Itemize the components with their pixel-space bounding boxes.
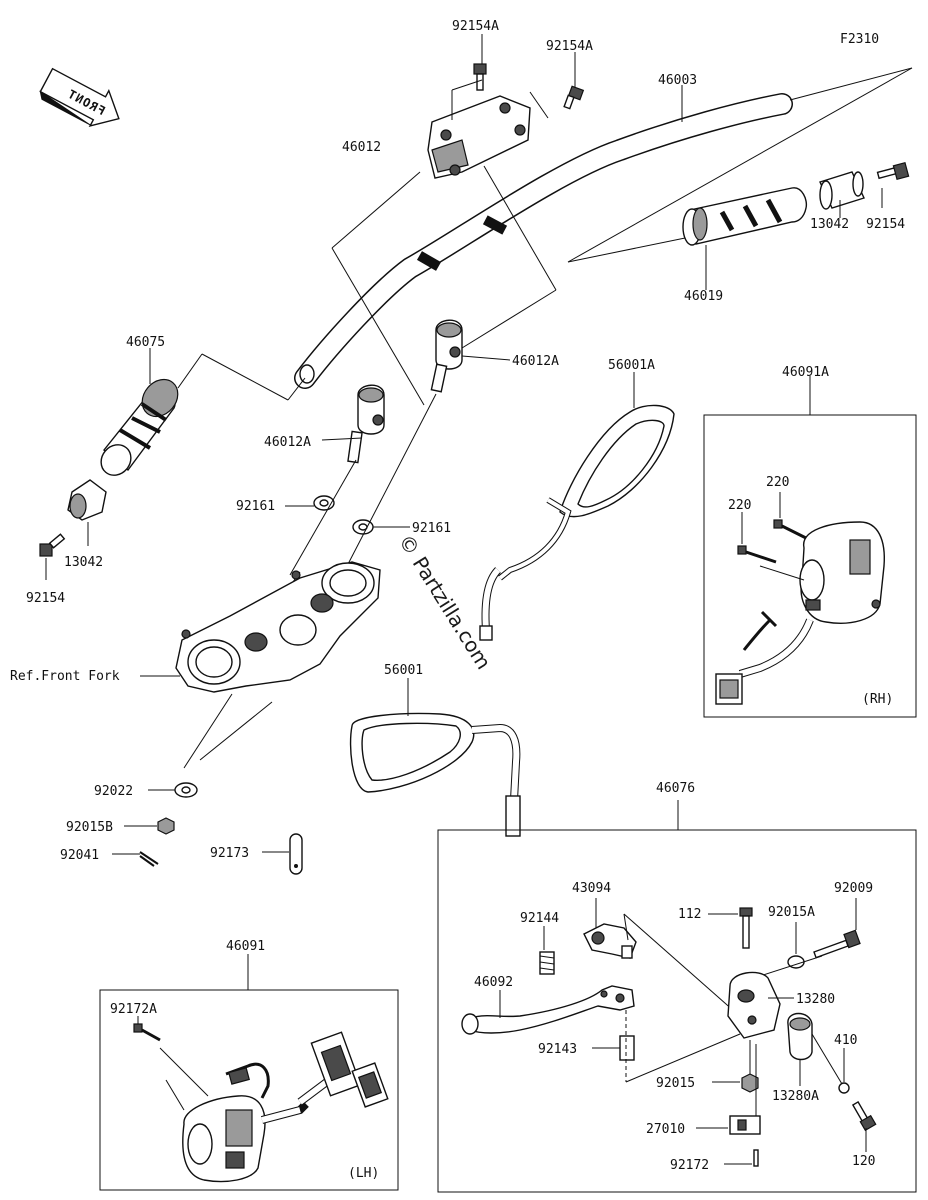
screw-220-a bbox=[773, 519, 807, 540]
callout-56001A: 56001A bbox=[608, 358, 655, 373]
lh-box-tag: (LH) bbox=[348, 1166, 379, 1181]
callout-27010: 27010 bbox=[646, 1122, 685, 1137]
callout-46091: 46091 bbox=[226, 939, 265, 954]
callout-46012A-left: 46012A bbox=[264, 435, 311, 450]
callout-92143: 92143 bbox=[538, 1042, 577, 1057]
callout-46092: 46092 bbox=[474, 975, 513, 990]
callout-92154A-b: 92154A bbox=[546, 39, 593, 54]
handlebar-part bbox=[294, 93, 793, 389]
mirror-56001A-part bbox=[479, 404, 675, 641]
callout-92154-left: 92154 bbox=[26, 591, 65, 606]
screw-92172-part bbox=[753, 1149, 759, 1167]
callout-92015B: 92015B bbox=[66, 820, 113, 835]
right-grip-part bbox=[682, 187, 808, 246]
callout-43094: 43094 bbox=[572, 881, 611, 896]
diagram-code: F2310 bbox=[840, 32, 879, 47]
screw-92172A-part bbox=[133, 1023, 161, 1042]
callout-ref-front-fork: Ref.Front Fork bbox=[10, 669, 120, 684]
callout-92041: 92041 bbox=[60, 848, 99, 863]
watermark-text: © Partzilla.com bbox=[394, 530, 496, 674]
callout-13042-left: 13042 bbox=[64, 555, 103, 570]
callout-46076: 46076 bbox=[656, 781, 695, 796]
bolt-92154-left bbox=[39, 533, 66, 557]
callout-92154-right: 92154 bbox=[866, 217, 905, 232]
left-grip-part bbox=[100, 378, 179, 476]
clutch-lever-box bbox=[437, 829, 917, 1193]
bolt-112-part bbox=[739, 907, 753, 949]
front-arrow-icon: FRONT bbox=[39, 67, 120, 128]
callout-46012A-right: 46012A bbox=[512, 354, 559, 369]
callout-92173: 92173 bbox=[210, 846, 249, 861]
callout-120: 120 bbox=[852, 1154, 875, 1169]
key-92173 bbox=[289, 833, 303, 875]
callout-92009: 92009 bbox=[834, 881, 873, 896]
cotter-pin-92041 bbox=[139, 851, 159, 867]
upper-clamp-part bbox=[427, 95, 531, 179]
top-triple-clamp-part bbox=[175, 561, 381, 693]
callout-46003: 46003 bbox=[658, 73, 697, 88]
clutch-switch-43094-part bbox=[583, 923, 637, 959]
callout-46075: 46075 bbox=[126, 335, 165, 350]
callout-410: 410 bbox=[834, 1033, 857, 1048]
callout-92172A: 92172A bbox=[110, 1002, 157, 1017]
callout-92015A: 92015A bbox=[768, 905, 815, 920]
left-handlebar-switch-part bbox=[182, 1031, 389, 1183]
spring-92144-part bbox=[539, 951, 555, 975]
bolt-92154A-b bbox=[563, 85, 585, 110]
callout-92161-right: 92161 bbox=[412, 521, 451, 536]
callout-13280: 13280 bbox=[796, 992, 835, 1007]
bolt-92154-right bbox=[876, 161, 910, 181]
screw-220-b bbox=[737, 545, 777, 564]
callout-92172: 92172 bbox=[670, 1158, 709, 1173]
callout-13280A: 13280A bbox=[772, 1089, 819, 1104]
clamp-13280A-part bbox=[787, 1012, 813, 1061]
washer-410-part bbox=[838, 1082, 850, 1094]
bolt-92009-part bbox=[813, 929, 861, 959]
switch-27010-part bbox=[729, 1115, 761, 1135]
lever-holder-13280-part bbox=[727, 971, 781, 1039]
callout-46091A: 46091A bbox=[782, 365, 829, 380]
right-handlebar-switch-part bbox=[715, 521, 885, 705]
rh-box-tag: (RH) bbox=[862, 692, 893, 707]
callout-92015: 92015 bbox=[656, 1076, 695, 1091]
left-bar-end-weight-part bbox=[67, 479, 107, 521]
collar-92143-part bbox=[619, 1035, 635, 1061]
callout-92154A-a: 92154A bbox=[452, 19, 499, 34]
bolt-92154A-a bbox=[473, 63, 487, 91]
screw-120-part bbox=[851, 1101, 877, 1132]
right-bar-end-weight-part bbox=[819, 171, 865, 210]
clutch-lever-46092-part bbox=[461, 985, 635, 1035]
callout-13042-right: 13042 bbox=[810, 217, 849, 232]
nut-92015B bbox=[157, 817, 175, 835]
callout-92144: 92144 bbox=[520, 911, 559, 926]
callout-220-a: 220 bbox=[766, 475, 789, 490]
riser-46012A-right bbox=[430, 319, 463, 393]
mirror-56001-part bbox=[349, 712, 521, 837]
callout-220-b: 220 bbox=[728, 498, 751, 513]
callout-56001: 56001 bbox=[384, 663, 423, 678]
callout-112: 112 bbox=[678, 907, 701, 922]
callout-92022: 92022 bbox=[94, 784, 133, 799]
riser-46012A-left bbox=[347, 384, 385, 464]
callout-92161-left: 92161 bbox=[236, 499, 275, 514]
lh-switch-box bbox=[99, 989, 399, 1191]
callout-46012: 46012 bbox=[342, 140, 381, 155]
callout-46019: 46019 bbox=[684, 289, 723, 304]
